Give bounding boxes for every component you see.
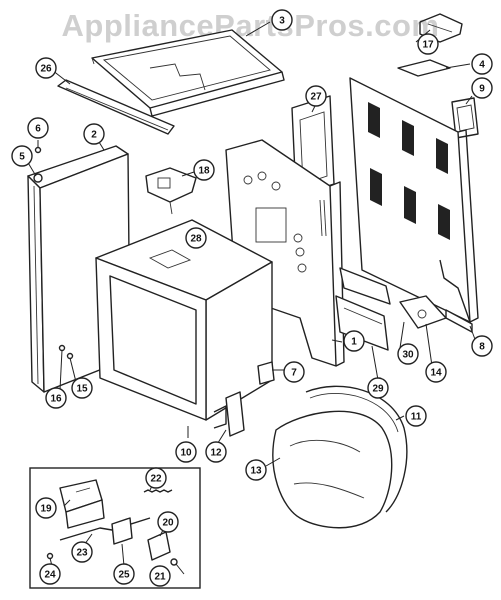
- callout-label: 5: [19, 152, 25, 163]
- trim-strip: [57, 79, 175, 135]
- callout-20: 20: [157, 511, 179, 533]
- oven-cavity: [95, 219, 273, 421]
- callout-label: 4: [479, 60, 485, 71]
- callout-25: 25: [113, 563, 135, 585]
- callout-19: 19: [35, 497, 57, 519]
- callout-label: 27: [310, 92, 322, 103]
- callout-27: 27: [305, 85, 327, 107]
- callout-5: 5: [11, 145, 33, 167]
- callout-label: 10: [180, 448, 192, 459]
- callout-label: 3: [279, 16, 285, 27]
- top-panel: [91, 29, 285, 117]
- callout-label: 13: [250, 466, 262, 477]
- callout-label: 11: [411, 412, 422, 423]
- callout-13: 13: [245, 459, 267, 481]
- callout-9: 9: [471, 77, 493, 99]
- rear-panel: [349, 77, 479, 333]
- callout-8: 8: [471, 335, 493, 357]
- callout-label: 8: [479, 342, 485, 353]
- callout-label: 12: [210, 448, 222, 459]
- clip: [257, 361, 275, 385]
- fasteners: [33, 140, 189, 438]
- small-bracket: [419, 13, 463, 43]
- insulation-pads: [335, 267, 391, 351]
- callout-30: 30: [397, 343, 419, 365]
- callout-label: 7: [291, 368, 297, 379]
- callout-label: 25: [118, 570, 130, 581]
- small-plate: [397, 59, 451, 77]
- callout-11: 11: [405, 405, 427, 427]
- callout-6: 6: [27, 117, 49, 139]
- callout-18: 18: [193, 159, 215, 181]
- callout-label: 24: [44, 570, 56, 581]
- callout-7: 7: [283, 361, 305, 383]
- callout-label: 26: [40, 64, 52, 75]
- thermostat: [145, 167, 197, 215]
- callout-label: 21: [154, 572, 166, 583]
- callouts: 1 2 3 4 5 6 7 8 9 10 11 12 13 14 15: [11, 9, 493, 587]
- insulation-blanket: [272, 410, 393, 529]
- callout-22: 22: [145, 467, 167, 489]
- callout-15: 15: [71, 377, 93, 399]
- callout-29: 29: [367, 377, 389, 399]
- hinge-bracket: [213, 391, 245, 437]
- callout-23: 23: [71, 541, 93, 563]
- callout-label: 18: [198, 166, 210, 177]
- callout-2: 2: [83, 123, 105, 145]
- callout-10: 10: [175, 441, 197, 463]
- vent-duct: [451, 97, 479, 139]
- callout-label: 15: [76, 384, 88, 395]
- callout-label: 14: [430, 368, 442, 379]
- bracket: [399, 295, 447, 329]
- callout-17: 17: [417, 33, 439, 55]
- callout-14: 14: [425, 361, 447, 383]
- callout-label: 22: [150, 474, 162, 485]
- callout-16: 16: [45, 387, 67, 409]
- callout-label: 6: [35, 124, 41, 135]
- callout-1: 1: [343, 330, 365, 352]
- callout-label: 9: [479, 84, 485, 95]
- callout-label: 23: [76, 548, 88, 559]
- callout-label: 20: [162, 518, 174, 529]
- callout-label: 30: [402, 350, 414, 361]
- callout-label: 2: [91, 130, 97, 141]
- callout-12: 12: [205, 441, 227, 463]
- callout-24: 24: [39, 563, 61, 585]
- inset-detail: [29, 467, 201, 589]
- callout-label: 28: [190, 234, 202, 245]
- callout-28: 28: [185, 227, 207, 249]
- callout-label: 17: [422, 40, 434, 51]
- callout-label: 1: [351, 337, 357, 348]
- watermark: AppliancePartsPros.com: [61, 8, 440, 43]
- callout-4: 4: [471, 53, 493, 75]
- callout-21: 21: [149, 565, 171, 587]
- callout-3: 3: [271, 9, 293, 31]
- callout-label: 16: [50, 394, 62, 405]
- callout-label: 19: [40, 504, 52, 515]
- callout-26: 26: [35, 57, 57, 79]
- gasket: [305, 385, 408, 513]
- callout-label: 29: [372, 384, 384, 395]
